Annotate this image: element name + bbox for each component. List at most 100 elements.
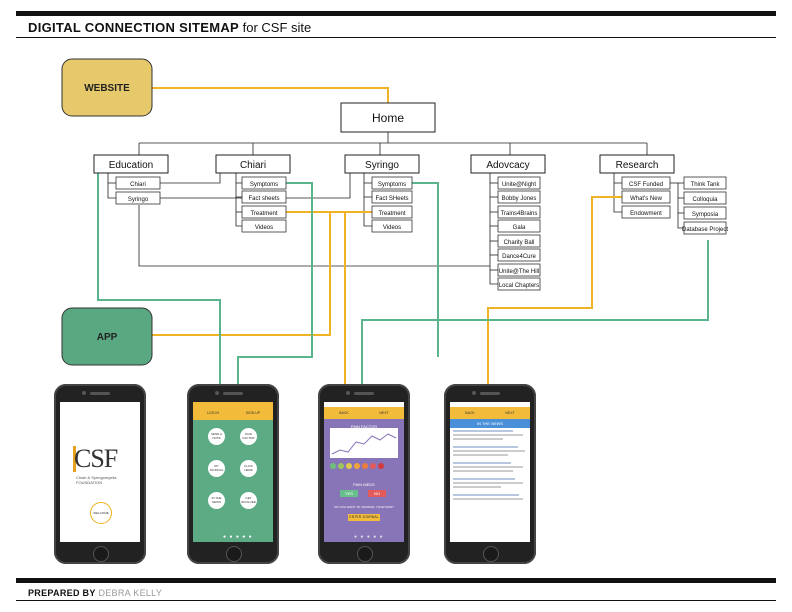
syringo-item-box — [371, 190, 413, 204]
tab-back[interactable]: BACK — [339, 411, 349, 415]
research-sub-item: Database Project — [682, 227, 728, 233]
title-suffix: for CSF site — [239, 20, 312, 35]
prepared-by-name: DEBRA KELLY — [95, 588, 163, 598]
home-button[interactable] — [357, 546, 373, 562]
menu-button-involved[interactable]: GET INVOLVED — [240, 492, 257, 509]
welcome-button[interactable]: WELCOME — [90, 502, 112, 524]
home-button[interactable] — [226, 546, 242, 562]
news-snippet — [453, 498, 523, 500]
phone-news: BACK NEXT IN THE NEWS — [444, 384, 536, 564]
pain-meds-label: PAIN MEDS — [353, 482, 375, 487]
pain-factor-screen: BACK NEXT PAIN FACTOR PAIN MEDS YES NO D… — [324, 402, 404, 542]
menu-button-journal[interactable]: MY JOURNAL — [208, 460, 225, 477]
research-item-box — [621, 190, 671, 204]
research-item: CSF Funded — [629, 182, 663, 188]
welcome-screen: CSF Chiari & Syringomyelia FOUNDATION WE… — [60, 402, 140, 542]
advocacy-item: Gala — [513, 225, 526, 231]
menu-button-click-here[interactable]: CLICK HERE — [240, 460, 257, 477]
csf-logo-subtitle: Chiari & Syringomyelia FOUNDATION — [76, 475, 117, 485]
home-button[interactable] — [483, 546, 499, 562]
pain-level-7[interactable] — [378, 463, 384, 469]
education-item-box — [115, 191, 161, 205]
chiari-item: Symptoms — [250, 182, 278, 188]
tab-back[interactable]: BACK — [465, 411, 475, 415]
advocacy-item-box — [497, 190, 541, 204]
research-item: What's New — [630, 196, 662, 202]
tab-login[interactable]: LOG IN — [207, 411, 219, 415]
news-snippet — [453, 454, 508, 456]
chiari-item: Fact sheets — [248, 196, 279, 202]
camera-icon — [346, 391, 350, 395]
title-bold: DIGITAL CONNECTION SITEMAP — [28, 20, 239, 35]
pain-scale — [330, 463, 384, 469]
education-item: Syringo — [128, 197, 149, 203]
pain-level-1[interactable] — [330, 463, 336, 469]
news-headline[interactable] — [453, 446, 518, 448]
camera-icon — [82, 391, 86, 395]
syringo-item: Videos — [383, 225, 401, 231]
chiari-item-box — [241, 190, 287, 204]
syringo-node — [344, 154, 420, 174]
education-item: Chiari — [130, 182, 146, 188]
advocacy-item: Bobby Jones — [502, 196, 537, 202]
tab-signup[interactable]: SIGN UP — [245, 411, 261, 415]
advocacy-item: Local Chapters — [499, 283, 539, 289]
home-label: Home — [372, 111, 404, 125]
enter-journal-button[interactable]: ENTER JOURNAL — [348, 514, 380, 521]
advocacy-item: Unite@The Hill — [499, 269, 539, 275]
app-label: APP — [97, 332, 118, 343]
advocacy-item: Unite@Night — [502, 182, 536, 188]
news-screen: BACK NEXT IN THE NEWS — [450, 402, 530, 542]
title-rule — [16, 37, 776, 38]
tab-next[interactable]: NEXT — [505, 411, 515, 415]
advocacy-item-box — [497, 248, 541, 262]
advocacy-item: Charity Ball — [504, 240, 535, 246]
menu-button-pain-factor[interactable]: PAIN FACTOR — [240, 428, 257, 445]
speaker-icon — [354, 392, 374, 395]
status-bar — [193, 402, 273, 407]
news-headline[interactable] — [453, 478, 515, 480]
news-snippet — [453, 486, 501, 488]
news-snippet — [453, 434, 523, 436]
research-sub-item-box — [683, 221, 727, 235]
syringo-label: Syringo — [365, 160, 399, 171]
home-node — [340, 102, 436, 133]
advocacy-item-box — [497, 176, 541, 190]
research-item-box — [621, 176, 671, 190]
menu-button-send-note[interactable]: SEND A NOTE — [208, 428, 225, 445]
chiari-item-box — [241, 205, 287, 219]
pain-level-4[interactable] — [354, 463, 360, 469]
news-snippet — [453, 482, 523, 484]
prepared-by-label: PREPARED BY — [28, 588, 96, 598]
chiari-label: Chiari — [240, 160, 266, 171]
research-sub-item: Colloquia — [692, 197, 718, 203]
yes-button[interactable]: YES — [340, 490, 358, 497]
news-snippet — [453, 466, 523, 468]
news-headline[interactable] — [453, 462, 511, 464]
journal-question: DO YOU WANT TO JOURNAL YOUR PAIN? — [334, 505, 394, 509]
syringo-item: Treatment — [378, 211, 405, 217]
news-headline[interactable] — [453, 494, 519, 496]
news-headline[interactable] — [453, 430, 513, 432]
camera-icon — [472, 391, 476, 395]
pain-level-3[interactable] — [346, 463, 352, 469]
bottom-rule — [16, 578, 776, 583]
research-sub-item-box — [683, 206, 727, 220]
pain-level-6[interactable] — [370, 463, 376, 469]
research-item: Endowment — [630, 211, 662, 217]
camera-icon — [215, 391, 219, 395]
tab-next[interactable]: NEXT — [379, 411, 389, 415]
research-node — [599, 154, 675, 174]
menu-button-news[interactable]: IN THE NEWS — [208, 492, 225, 509]
education-item-box — [115, 176, 161, 190]
no-button[interactable]: NO — [368, 490, 386, 497]
footer-rule — [16, 600, 776, 601]
education-label: Education — [109, 160, 153, 171]
pain-factor-title: PAIN FACTOR — [350, 424, 378, 429]
pain-level-5[interactable] — [362, 463, 368, 469]
news-snippet — [453, 470, 513, 472]
research-sub-item: Think Tank — [691, 182, 721, 188]
chiari-item-box — [241, 219, 287, 233]
home-button[interactable] — [93, 546, 109, 562]
pain-level-2[interactable] — [338, 463, 344, 469]
